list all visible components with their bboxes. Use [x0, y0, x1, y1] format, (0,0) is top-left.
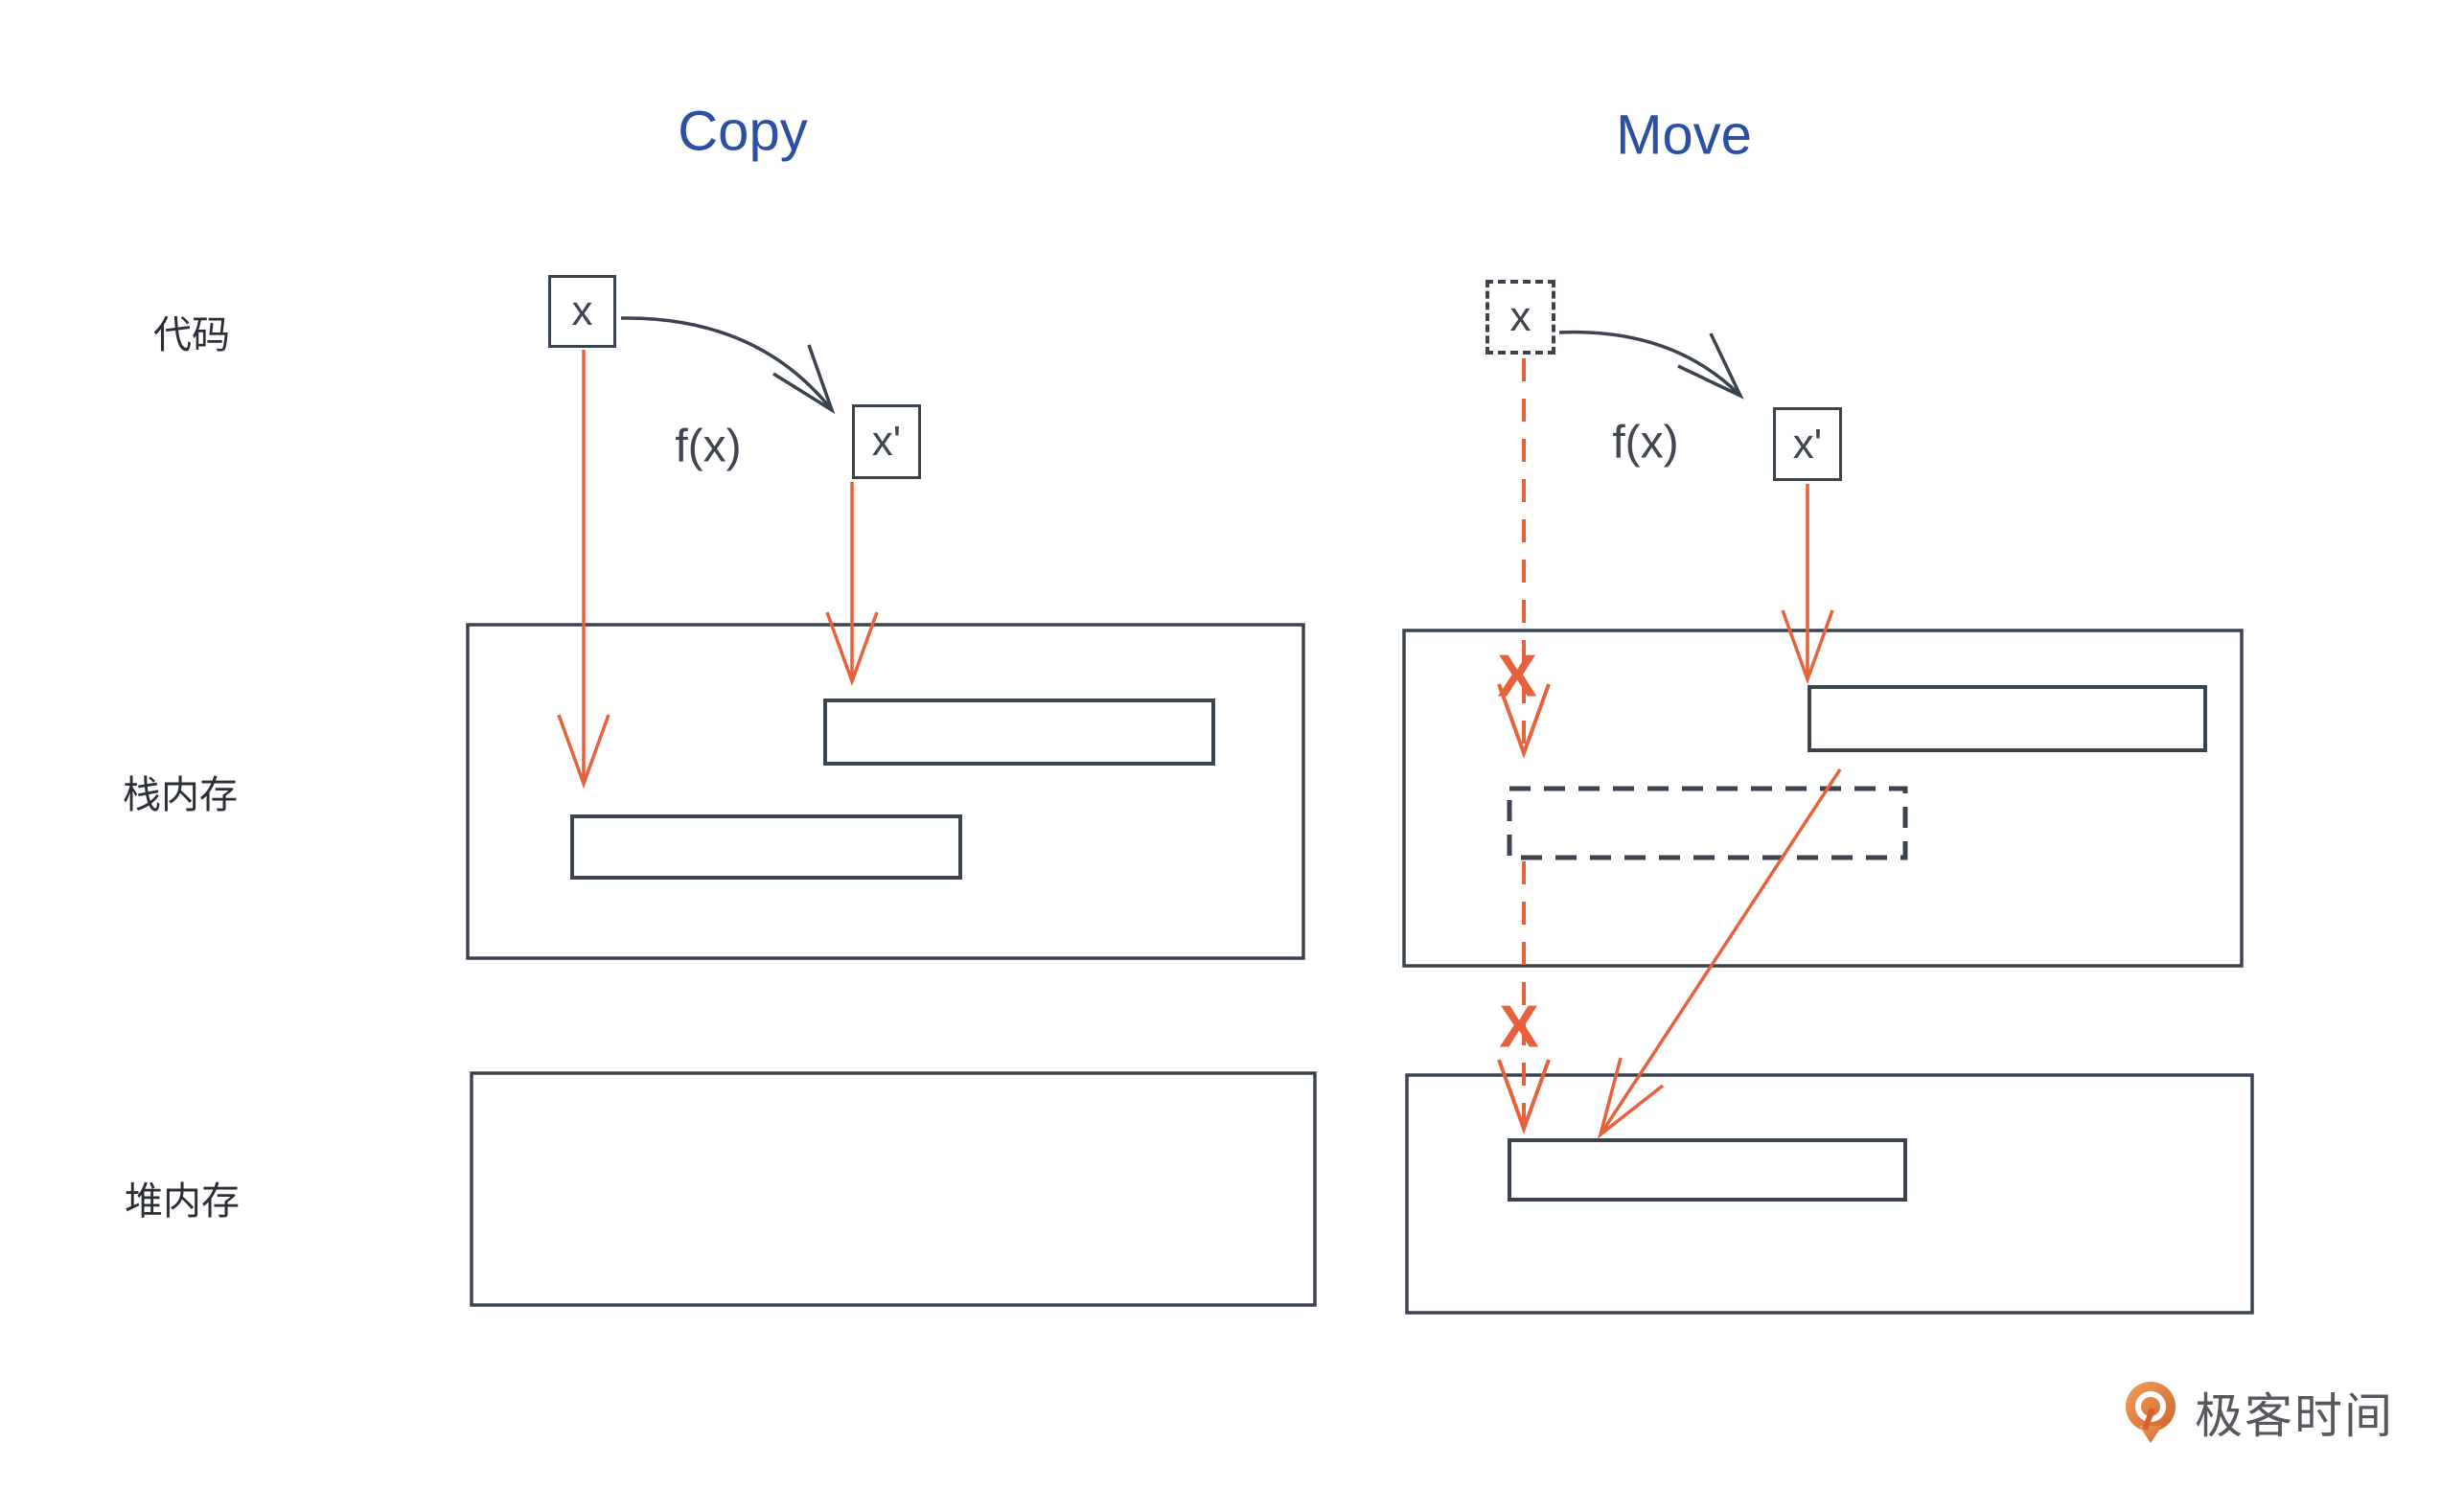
geektime-logo: 极客时间 — [2120, 1378, 2394, 1447]
move-fn-label: f(x) — [1612, 417, 1679, 469]
geektime-logo-icon — [2126, 1382, 2176, 1443]
move-invalidated-mark-stack: X — [1497, 643, 1537, 710]
move-arrow-x-prime-to-stack — [1781, 484, 1834, 685]
copy-title: Copy — [678, 100, 808, 163]
move-invalidated-mark-heap: X — [1499, 994, 1539, 1061]
move-title: Move — [1616, 103, 1752, 167]
move-heap-slot — [1508, 1138, 1907, 1202]
move-var-x-label: x — [1509, 293, 1531, 340]
copy-var-x-prime-label: x' — [871, 418, 902, 465]
move-dashed-arrow-x-to-stack — [1497, 358, 1551, 759]
move-var-x-prime-box: x' — [1773, 407, 1842, 481]
move-stack-slot-x-dashed — [1507, 786, 1908, 860]
move-var-x-box-dashed: x — [1485, 280, 1555, 355]
copy-stack-slot-x — [570, 814, 962, 880]
row-label-heap-memory: 堆内存 — [125, 1180, 240, 1223]
copy-var-x-box: x — [548, 275, 616, 348]
copy-arrow-x-to-stack — [557, 350, 610, 790]
move-var-x-prime-label: x' — [1792, 420, 1823, 468]
copy-var-x-label: x — [571, 287, 593, 334]
copy-arrow-x-prime-to-stack — [825, 482, 879, 687]
copy-heap-memory-box — [470, 1071, 1317, 1307]
move-stack-slot-x-prime — [1808, 685, 2207, 752]
row-label-stack-memory: 栈内存 — [123, 774, 238, 816]
move-heap-memory-box — [1405, 1073, 2254, 1315]
geektime-logo-text: 极客时间 — [2195, 1389, 2394, 1443]
copy-var-x-prime-box: x' — [852, 404, 921, 479]
copy-curved-arrow-x-to-x-prime — [620, 316, 836, 415]
row-label-code: 代码 — [153, 314, 230, 356]
move-dashed-arrow-stack-to-heap — [1497, 861, 1551, 1134]
copy-stack-memory-box — [466, 623, 1305, 960]
move-curved-arrow-x-to-x-prime — [1558, 330, 1744, 400]
move-arrow-x-prime-slot-to-heap — [1597, 768, 1842, 1139]
copy-stack-slot-x-prime — [823, 699, 1215, 766]
copy-fn-label: f(x) — [675, 421, 742, 472]
move-stack-memory-box — [1402, 629, 2244, 968]
